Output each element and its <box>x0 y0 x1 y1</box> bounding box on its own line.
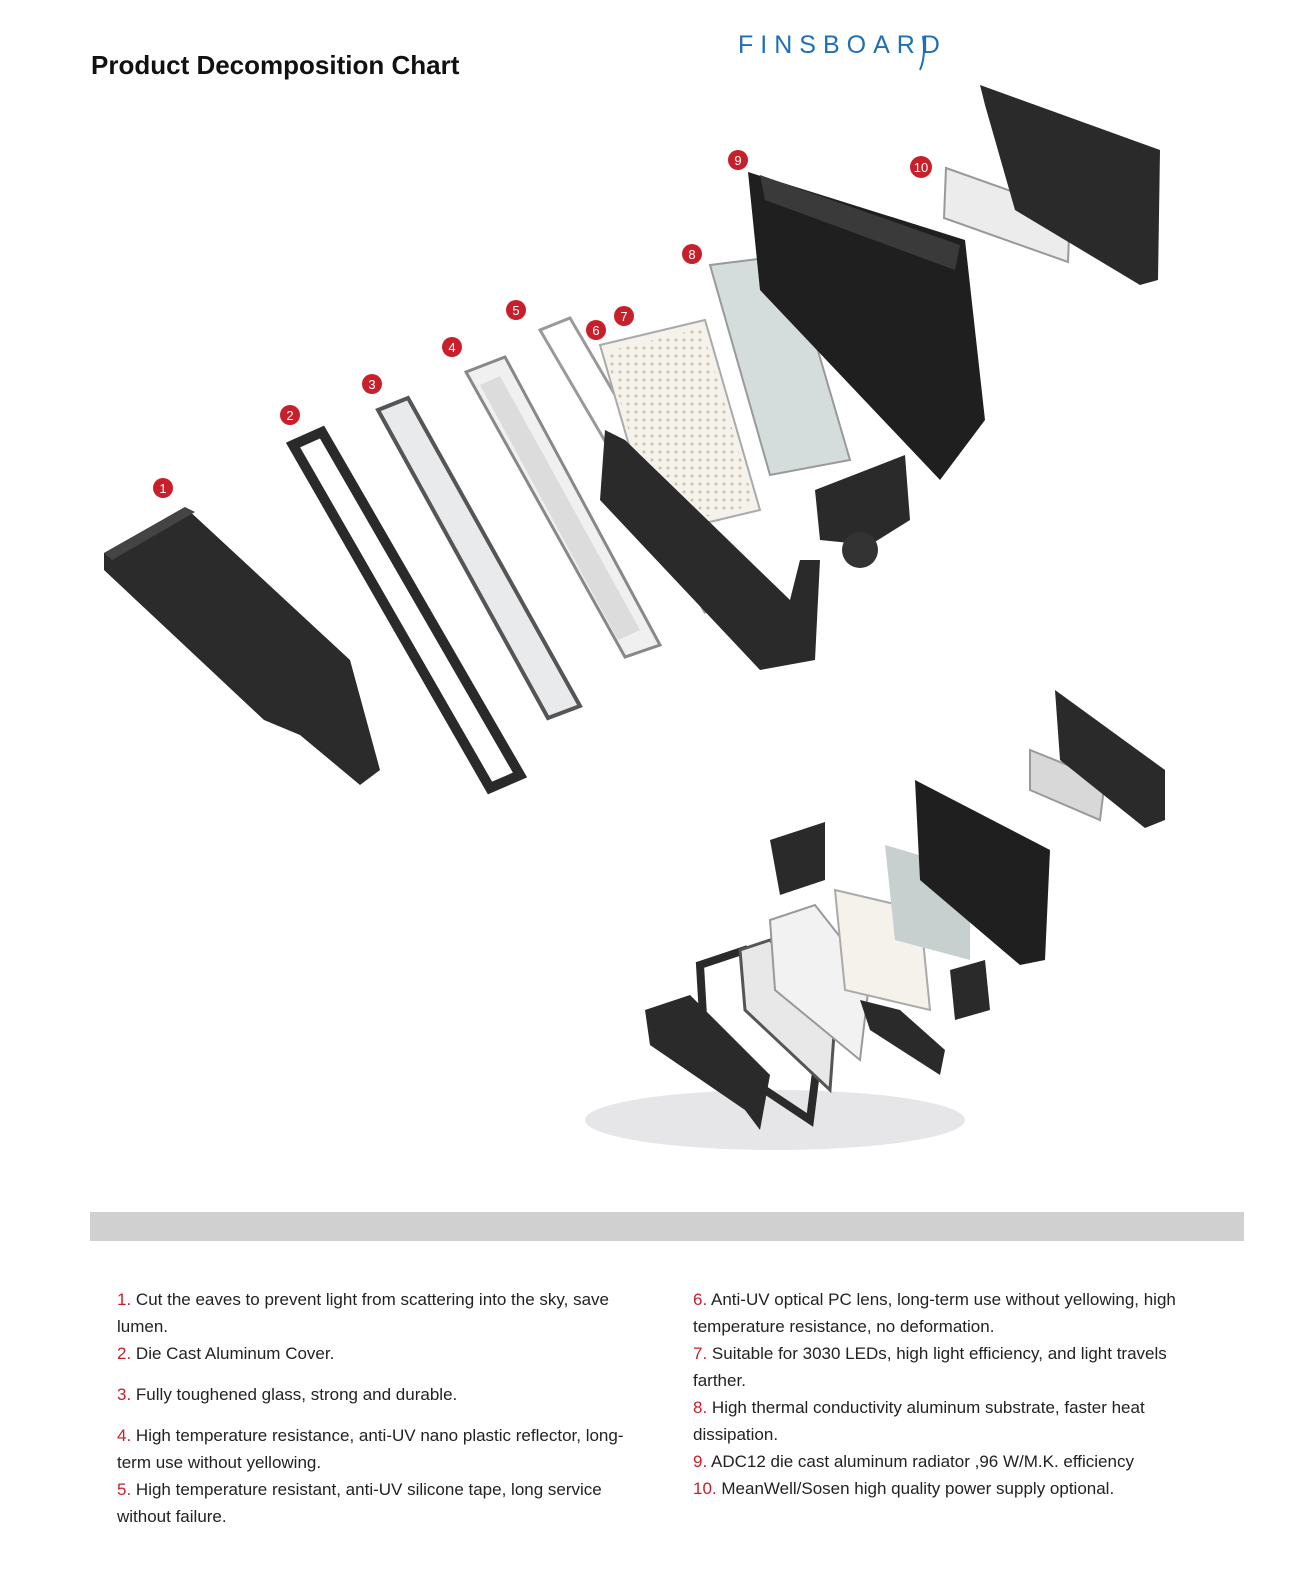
svg-text:2: 2 <box>286 408 293 423</box>
part-1-eave <box>104 507 380 785</box>
feature-7: 7. Suitable for 3030 LEDs, high light ef… <box>693 1344 1167 1390</box>
feature-10: 10. MeanWell/Sosen high quality power su… <box>693 1479 1115 1498</box>
part-4-reflector <box>463 355 663 659</box>
svg-text:1: 1 <box>159 481 166 496</box>
callout-8: 8 <box>682 244 702 264</box>
feature-5: 5. High temperature resistant, anti-UV s… <box>117 1480 602 1526</box>
finsboard-logo: FINSBOARD <box>738 31 947 71</box>
mounting-bracket <box>600 430 910 670</box>
part-10-power-supply <box>942 85 1160 285</box>
part-3-glass <box>375 395 583 721</box>
features-right-column: 6. Anti-UV optical PC lens, long-term us… <box>693 1286 1213 1502</box>
assembled-view <box>585 690 1165 1150</box>
callout-7: 7 <box>614 306 634 326</box>
feature-3: 3. Fully toughened glass, strong and dur… <box>117 1385 458 1404</box>
part-2-frame <box>285 425 528 795</box>
part-9-radiator <box>748 172 985 480</box>
feature-2: 2. Die Cast Aluminum Cover. <box>117 1344 335 1363</box>
callout-10: 10 <box>910 156 932 178</box>
exploded-diagram: 1 2 3 4 5 6 7 8 9 10 <box>104 85 1165 1150</box>
svg-text:4: 4 <box>448 340 455 355</box>
svg-text:10: 10 <box>914 160 928 175</box>
svg-text:9: 9 <box>734 153 741 168</box>
svg-text:8: 8 <box>688 247 695 262</box>
svg-text:5: 5 <box>512 303 519 318</box>
callout-9: 9 <box>728 150 748 170</box>
logo-text: FINSBOARD <box>738 31 947 59</box>
page-title: Product Decomposition Chart <box>91 50 460 80</box>
svg-text:6: 6 <box>592 323 599 338</box>
callout-1: 1 <box>153 478 173 498</box>
feature-9: 9. ADC12 die cast aluminum radiator ,96 … <box>693 1452 1134 1471</box>
callout-5: 5 <box>506 300 526 320</box>
section-divider <box>90 1212 1244 1241</box>
features-left-column: 1. Cut the eaves to prevent light from s… <box>117 1286 637 1530</box>
feature-6: 6. Anti-UV optical PC lens, long-term us… <box>693 1290 1176 1336</box>
feature-8: 8. High thermal conductivity aluminum su… <box>693 1398 1145 1444</box>
svg-text:7: 7 <box>620 309 627 324</box>
svg-text:3: 3 <box>368 377 375 392</box>
callout-3: 3 <box>362 374 382 394</box>
callout-6: 6 <box>586 320 606 340</box>
callout-2: 2 <box>280 405 300 425</box>
feature-4: 4. High temperature resistance, anti-UV … <box>117 1426 624 1472</box>
callout-4: 4 <box>442 337 462 357</box>
feature-1: 1. Cut the eaves to prevent light from s… <box>117 1290 610 1336</box>
